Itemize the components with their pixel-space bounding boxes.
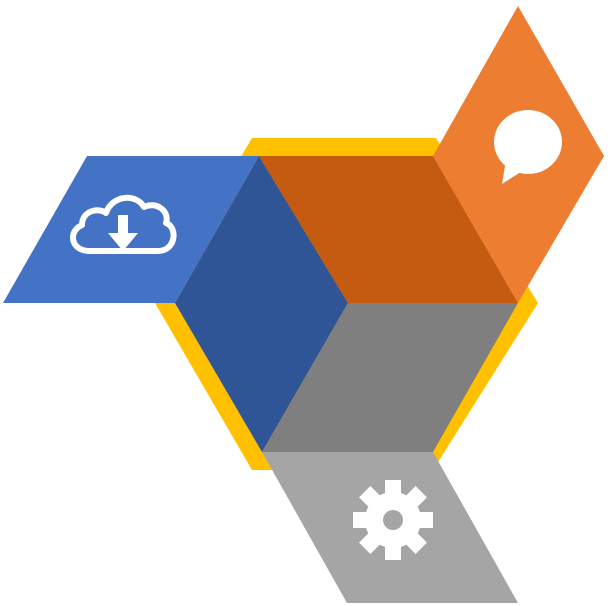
cloud-download-icon — [70, 195, 177, 254]
cube-face-blue — [175, 156, 348, 452]
speech-bubble-icon — [494, 110, 562, 184]
flap-blue — [3, 156, 259, 303]
cube-face-gray — [262, 303, 518, 452]
gear-icon — [353, 480, 433, 560]
cube-face-orange — [259, 156, 518, 303]
